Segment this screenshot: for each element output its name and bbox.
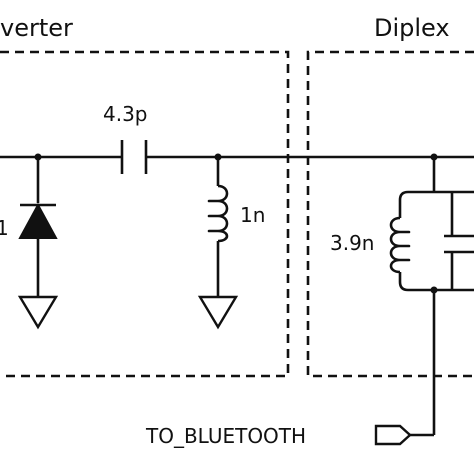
shunt-diode-symbol <box>18 153 58 297</box>
converter-block-title: verter <box>0 14 73 42</box>
bluetooth-port-label: TO_BLUETOOTH <box>145 424 306 448</box>
converter-block-outline <box>0 50 290 378</box>
diplexer-block-outline <box>306 50 474 378</box>
diode-label: 1 <box>0 216 9 240</box>
ground-symbol-inductor <box>197 295 239 330</box>
series-capacitor-label: 4.3p <box>103 102 148 126</box>
diplexer-lc-tank <box>389 153 474 435</box>
shunt-inductor-symbol <box>207 153 229 297</box>
bluetooth-port-symbol <box>374 424 434 446</box>
series-capacitor-symbol <box>120 140 148 174</box>
diplexer-block-title: Diplex <box>374 14 450 42</box>
ground-symbol-diode <box>17 295 59 330</box>
diplexer-inductor-label: 3.9n <box>330 231 374 255</box>
shunt-inductor-label: 1n <box>240 203 265 227</box>
